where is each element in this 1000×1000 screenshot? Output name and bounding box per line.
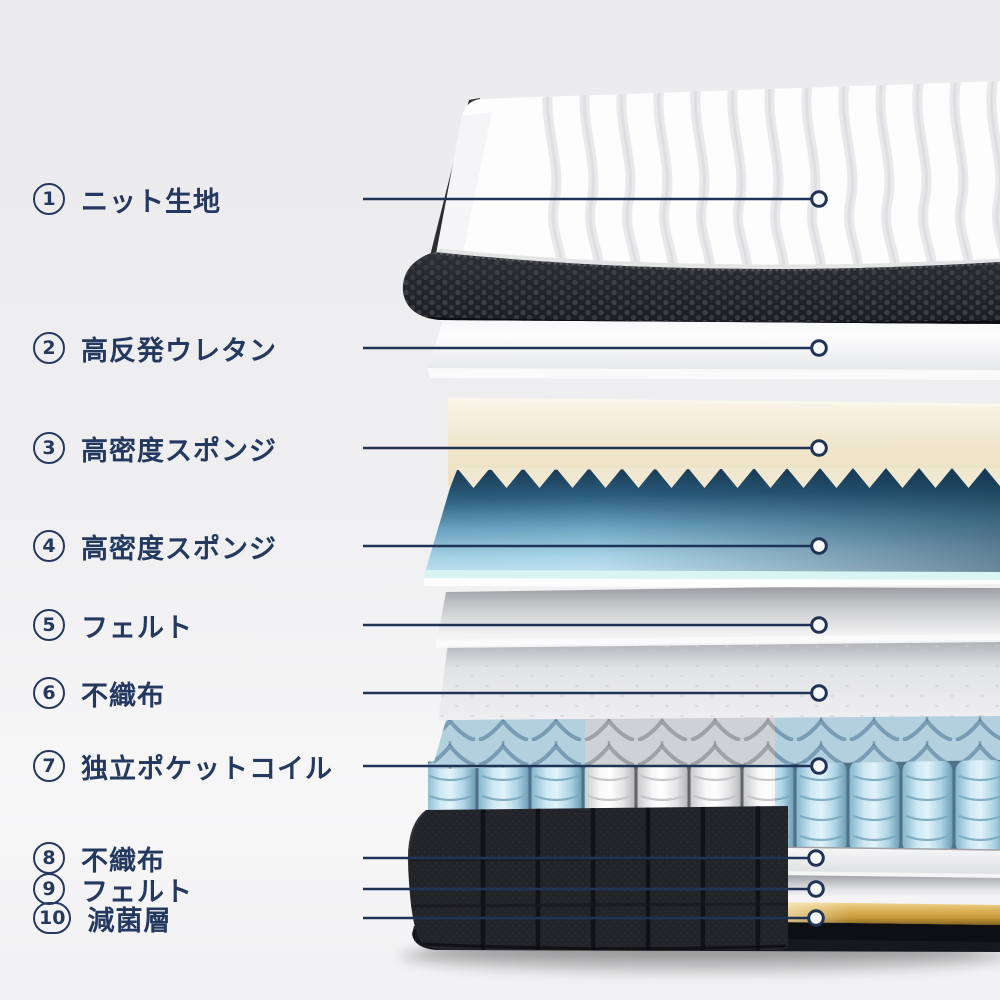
label-number-badge: 3: [33, 432, 65, 464]
layer-label-text: 高反発ウレタン: [81, 335, 277, 367]
leader-line-6: [363, 684, 828, 702]
label-number-badge: 6: [33, 677, 65, 709]
leader-line-2: [363, 339, 828, 357]
layer-label-text: 不織布: [81, 680, 165, 712]
layer-label-5: 5 フェルト: [33, 608, 193, 644]
layer-label-text: 不織布: [81, 845, 165, 877]
leader-dot: [810, 684, 828, 702]
leader-line-3: [363, 439, 828, 457]
layer-label-text: 独立ポケットコイル: [81, 753, 333, 785]
label-number-badge: 8: [33, 842, 65, 874]
layer-label-1: 1 ニット生地: [33, 182, 221, 218]
layer-label-7: 7 独立ポケットコイル: [33, 749, 333, 785]
nonwoven-layer: [438, 639, 1000, 720]
label-number-badge: 2: [33, 332, 65, 364]
leader-dot: [810, 439, 828, 457]
layer-label-2: 2 高反発ウレタン: [33, 331, 277, 367]
layer-label-8: 8 不織布: [33, 841, 165, 877]
layer-label-6: 6 不織布: [33, 676, 165, 712]
leader-dot: [810, 190, 828, 208]
blue-sponge-layer: [424, 468, 1000, 588]
leader-dot: [810, 616, 828, 634]
leader-line-7: [363, 757, 828, 775]
pocket-coil-layer: [427, 713, 1000, 857]
knit-fabric-layer: [402, 81, 1000, 324]
layer-label-text: ニット生地: [81, 186, 221, 218]
layer-label-text: フェルト: [81, 612, 193, 644]
leader-line-9: [363, 880, 825, 898]
label-number-badge: 10: [33, 902, 72, 934]
layer-label-text: 減菌層: [87, 905, 172, 937]
leader-dot: [807, 909, 825, 927]
leader-line-5: [363, 616, 828, 634]
layer-label-text: 高密度スポンジ: [81, 533, 277, 565]
leader-dot: [810, 339, 828, 357]
leader-line-1: [363, 190, 828, 208]
base-fabric-panel: [407, 806, 788, 950]
label-number-badge: 5: [33, 609, 65, 641]
layer-label-3: 3 高密度スポンジ: [33, 431, 277, 467]
layer-label-text: 高密度スポンジ: [81, 435, 277, 467]
felt-layer: [436, 584, 1000, 648]
leader-lines: [363, 190, 828, 927]
leader-line-4: [363, 537, 828, 555]
leader-line-8: [363, 849, 825, 867]
label-number-badge: 4: [33, 530, 65, 562]
layer-label-10: 10 減菌層: [33, 901, 172, 937]
leader-dot: [810, 757, 828, 775]
label-number-badge: 1: [33, 183, 65, 215]
label-number-badge: 7: [33, 750, 65, 782]
layer-label-9: 9 フェルト: [33, 872, 193, 908]
leader-line-10: [363, 909, 825, 927]
leader-dot: [810, 537, 828, 555]
layer-label-4: 4 高密度スポンジ: [33, 529, 277, 565]
layer-label-text: フェルト: [81, 876, 193, 908]
leader-dot: [807, 849, 825, 867]
leader-dot: [807, 880, 825, 898]
